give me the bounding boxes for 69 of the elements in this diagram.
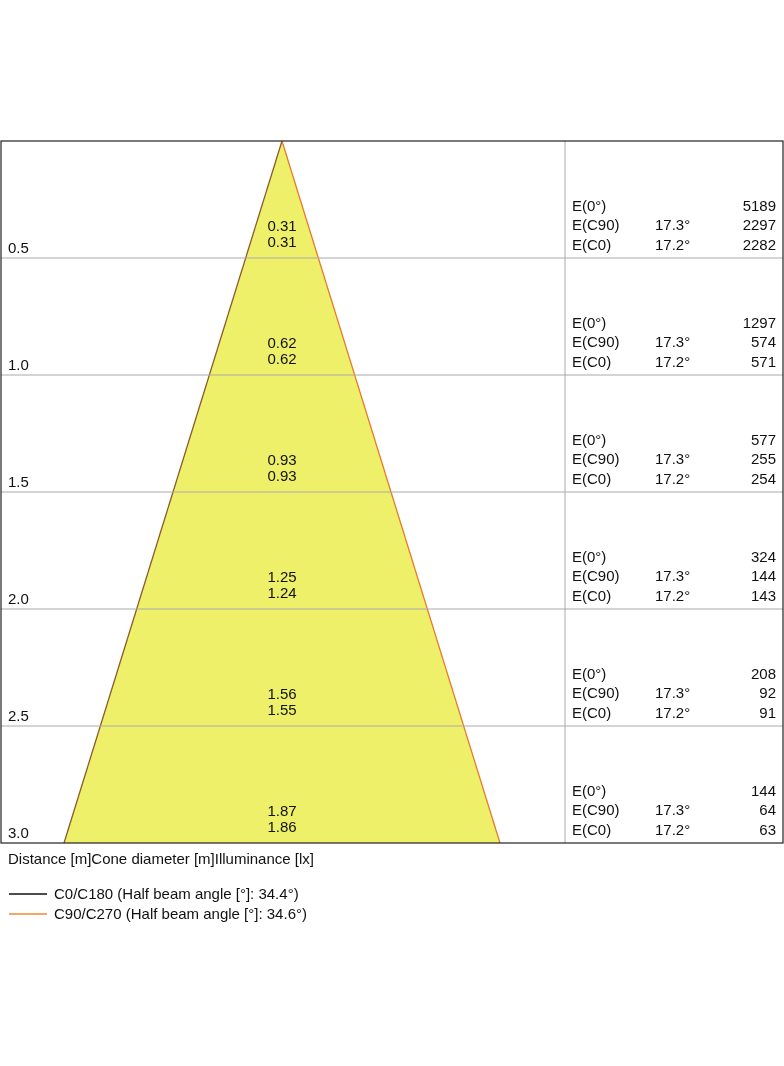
illuminance-value: 324 xyxy=(750,548,776,566)
cone-diameter: 1.55 xyxy=(267,701,297,719)
cone-diameter: 0.62 xyxy=(267,350,297,368)
legend-text: C90/C270 (Half beam angle [°]: 34.6°) xyxy=(54,905,307,923)
angle-value: 17.2° xyxy=(655,353,691,371)
illuminance-label: E(C0) xyxy=(572,470,612,488)
angle-value: 17.3° xyxy=(655,333,691,351)
illuminance-label: E(C0) xyxy=(572,704,612,722)
illuminance-value: 143 xyxy=(750,587,776,605)
illuminance-label: E(C0) xyxy=(572,587,612,605)
illuminance-value: 577 xyxy=(750,431,776,449)
cone-diameter: 0.93 xyxy=(267,467,297,485)
axis-caption: Distance [m]Cone diameter [m]Illuminance [lx] xyxy=(8,850,314,868)
illuminance-value: 208 xyxy=(750,665,776,683)
illuminance-label: E(C90) xyxy=(572,684,620,702)
cone-diameter: 1.86 xyxy=(267,818,297,836)
distance-value: 3.0 xyxy=(8,824,29,842)
legend-text: C0/C180 (Half beam angle [°]: 34.4°) xyxy=(54,885,299,903)
illuminance-label: E(0°) xyxy=(572,197,607,215)
angle-value: 17.2° xyxy=(655,236,691,254)
angle-value: 17.3° xyxy=(655,567,691,585)
illuminance-label: E(C90) xyxy=(572,333,620,351)
angle-value: 17.3° xyxy=(655,450,691,468)
illuminance-label: E(C0) xyxy=(572,236,612,254)
illuminance-label: E(0°) xyxy=(572,782,607,800)
angle-value: 17.2° xyxy=(655,470,691,488)
cone-diameter: 1.56 xyxy=(267,685,297,703)
distance-value: 1.0 xyxy=(8,356,29,374)
angle-value: 17.2° xyxy=(655,587,691,605)
angle-value: 17.2° xyxy=(655,704,691,722)
illuminance-value: 144 xyxy=(750,567,776,585)
illuminance-value: 144 xyxy=(750,782,776,800)
angle-value: 17.3° xyxy=(655,801,691,819)
cone-diameter: 1.87 xyxy=(267,802,297,820)
illuminance-label: E(0°) xyxy=(572,548,607,566)
illuminance-value: 92 xyxy=(759,684,776,702)
cone-diameter: 0.31 xyxy=(267,233,297,251)
cone-diameter: 1.24 xyxy=(267,584,297,602)
illuminance-value: 5189 xyxy=(742,197,776,215)
illuminance-value: 2282 xyxy=(742,236,776,254)
angle-value: 17.2° xyxy=(655,821,691,839)
illuminance-value: 255 xyxy=(750,450,776,468)
illuminance-label: E(C90) xyxy=(572,450,620,468)
illuminance-value: 63 xyxy=(759,821,776,839)
illuminance-label: E(C0) xyxy=(572,353,612,371)
cone-diameter: 0.93 xyxy=(267,451,297,469)
distance-value: 2.5 xyxy=(8,707,29,725)
distance-value: 2.0 xyxy=(8,590,29,608)
illuminance-value: 2297 xyxy=(742,216,776,234)
illuminance-label: E(C90) xyxy=(572,801,620,819)
angle-value: 17.3° xyxy=(655,684,691,702)
illuminance-value: 64 xyxy=(759,801,776,819)
illuminance-label: E(C0) xyxy=(572,821,612,839)
distance-value: 0.5 xyxy=(8,239,29,257)
illuminance-value: 91 xyxy=(759,704,776,722)
distance-value: 1.5 xyxy=(8,473,29,491)
illuminance-label: E(C90) xyxy=(572,567,620,585)
angle-value: 17.3° xyxy=(655,216,691,234)
illuminance-label: E(0°) xyxy=(572,431,607,449)
illuminance-value: 1297 xyxy=(742,314,776,332)
cone-diameter: 0.31 xyxy=(267,217,297,235)
illuminance-value: 571 xyxy=(750,353,776,371)
illuminance-value: 574 xyxy=(750,333,776,351)
illuminance-label: E(0°) xyxy=(572,314,607,332)
cone-diameter: 1.25 xyxy=(267,568,297,586)
cone-diameter: 0.62 xyxy=(267,334,297,352)
illuminance-value: 254 xyxy=(750,470,776,488)
illuminance-label: E(0°) xyxy=(572,665,607,683)
illuminance-label: E(C90) xyxy=(572,216,620,234)
